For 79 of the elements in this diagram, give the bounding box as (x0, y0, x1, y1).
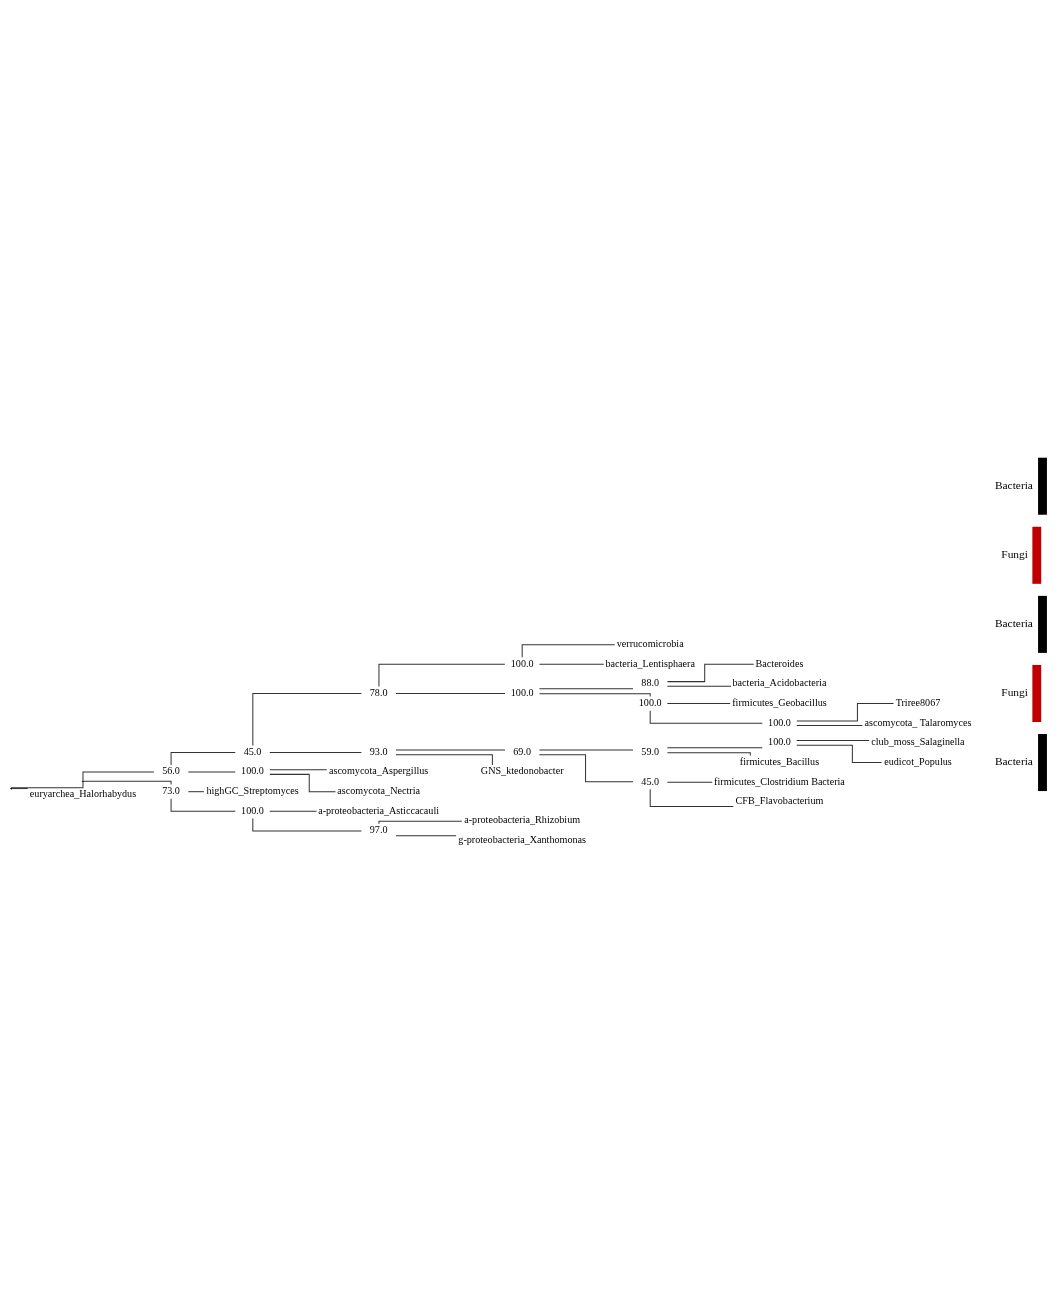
node-text: 69.0 (513, 745, 532, 757)
node-text: CFB_Flavobacterium (735, 794, 824, 806)
connector (395, 692, 506, 694)
node-text: firmicutes_Bacillus (739, 755, 820, 767)
connector (269, 810, 318, 812)
connector (11, 781, 84, 788)
connector (252, 817, 362, 831)
connector (395, 834, 457, 836)
connector (269, 751, 362, 753)
node-text: 78.0 (369, 686, 388, 698)
node-text: GNS_ktedonobacter (480, 764, 564, 776)
connector (378, 820, 463, 824)
connector (83, 780, 172, 785)
node-text: bacteria_Lentisphaera (605, 657, 695, 669)
connector (796, 702, 895, 721)
node-text: 88.0 (641, 676, 660, 688)
connector (666, 781, 713, 783)
node-text: 100.0 (768, 735, 791, 747)
node-text: 59.0 (641, 745, 660, 757)
connector (666, 751, 751, 756)
connector (521, 643, 616, 658)
node-text: g-proteobacteria_Xanthomonas (458, 833, 586, 845)
node-text: 45.0 (641, 775, 660, 787)
connector (538, 753, 634, 782)
connector (796, 724, 863, 726)
legend-label: Fungi (1001, 685, 1028, 698)
connector (82, 771, 155, 781)
connector (269, 773, 336, 792)
legend-label: Bacteria (994, 478, 1033, 491)
node-point (10, 787, 13, 790)
node-text: club_moss_Salaginella (871, 735, 965, 747)
legend-label: Fungi (1001, 547, 1028, 560)
connector (538, 663, 605, 665)
node-text: 100.0 (241, 764, 264, 776)
node-text: a-proteobacteria_Rhizobium (464, 813, 581, 825)
legend-label: Bacteria (994, 754, 1033, 767)
node-text: 100.0 (510, 657, 534, 669)
connector (252, 692, 362, 746)
connector (11, 787, 29, 789)
connector (666, 663, 755, 682)
node-text: 100.0 (638, 696, 662, 708)
connector (796, 739, 870, 741)
node-text: ascomycota_Aspergillus (328, 764, 429, 776)
node-text: eudicot_Populus (884, 755, 952, 767)
node-text: 100.0 (241, 804, 264, 816)
connector (649, 788, 734, 807)
node-text: euryarchea_Halorhabydus (29, 787, 137, 799)
connector (269, 768, 328, 770)
connector (649, 709, 763, 724)
legend-label: Bacteria (994, 616, 1033, 629)
connector (395, 753, 493, 765)
node-text: 93.0 (369, 745, 388, 757)
node-text: 100.0 (510, 686, 534, 698)
connector (538, 687, 634, 689)
node-text: ascomycota_Nectria (337, 784, 420, 796)
node-text: highGC_Streptomyces (206, 784, 299, 796)
node-point (82, 780, 84, 783)
connector (666, 702, 731, 704)
connector (170, 751, 236, 765)
connector (796, 744, 883, 763)
connector (538, 692, 651, 697)
node-text: 97.0 (369, 823, 388, 835)
node-text: verrucomicrobia (616, 637, 684, 649)
node-text: 73.0 (162, 784, 180, 796)
node-text: Triree8067 (895, 696, 941, 708)
node-text: firmicutes_Clostridium Bacteria (714, 775, 845, 787)
connector (378, 663, 506, 687)
node-text: Bacteroides (755, 657, 804, 669)
node-text: firmicutes_Geobacillus (732, 696, 827, 708)
node-text: ascomycota_ Talaromyces (864, 716, 972, 728)
node-text: bacteria_Acidobacteria (732, 676, 827, 688)
node-text: a-proteobacteria_Asticcacauli (318, 804, 440, 816)
node-text: 100.0 (768, 716, 791, 728)
connector (666, 746, 763, 748)
node-text: 56.0 (162, 764, 180, 776)
connector (666, 685, 732, 687)
node-text: 45.0 (243, 745, 262, 757)
connector (170, 797, 236, 812)
connector (187, 790, 205, 792)
